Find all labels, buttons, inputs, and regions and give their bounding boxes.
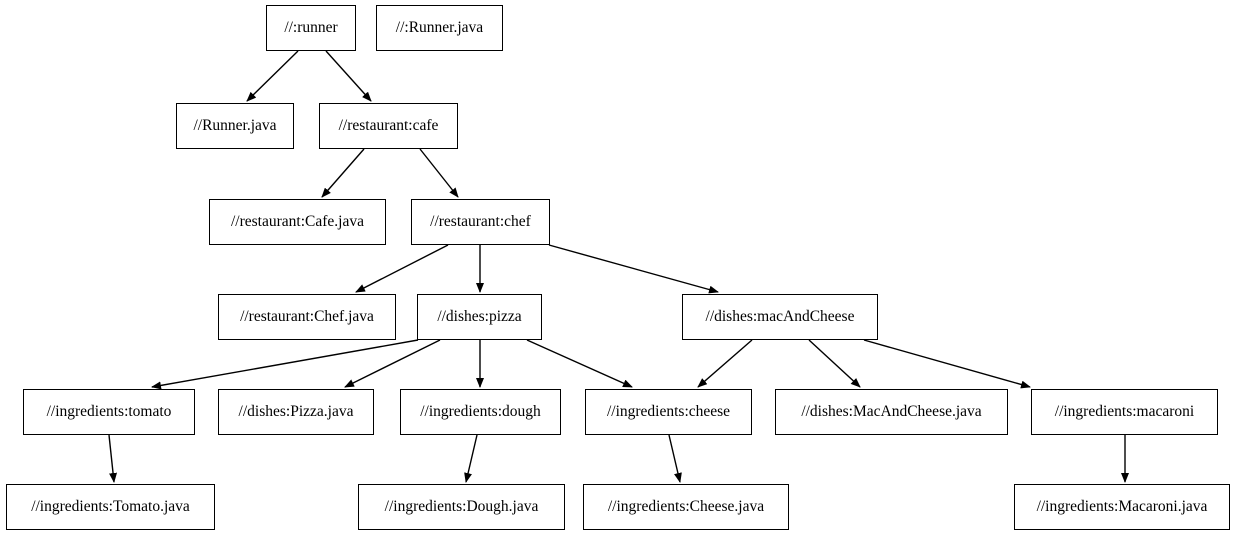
graph-edge-dishes_macandcheese-to-ingredients_macaroni [863,339,1031,389]
graph-node-label: //ingredients:Tomato.java [31,498,190,516]
graph-node-label: //restaurant:Chef.java [240,308,374,326]
graph-node-runner_java_root[interactable]: //:Runner.java [376,5,503,51]
graph-node-label: //restaurant:cafe [338,117,439,135]
graph-node-label: //:runner [284,19,338,37]
graph-node-dough_java[interactable]: //ingredients:Dough.java [358,484,565,530]
graph-node-label: //restaurant:chef [430,213,531,231]
graph-node-label: //dishes:macAndCheese [705,308,855,326]
graph-node-dishes_mac_java[interactable]: //dishes:MacAndCheese.java [775,389,1008,435]
graph-node-label: //ingredients:Dough.java [384,498,539,516]
graph-edge-dishes_pizza-to-ingredients_cheese [526,339,633,388]
graph-edge-ingredients_tomato-to-tomato_java [108,434,118,483]
graph-node-label: //dishes:Pizza.java [238,403,354,421]
graph-node-ingredients_macaroni[interactable]: //ingredients:macaroni [1031,389,1218,435]
graph-node-label: //restaurant:Cafe.java [231,213,364,231]
graph-node-ingredients_tomato[interactable]: //ingredients:tomato [23,389,195,435]
graph-node-tomato_java[interactable]: //ingredients:Tomato.java [6,484,215,530]
graph-node-dishes_pizza_java[interactable]: //dishes:Pizza.java [218,389,374,435]
graph-node-label: //ingredients:cheese [606,403,731,421]
graph-edge-restaurant_chef-to-restaurant_chef_java [355,244,449,293]
graph-edge-dishes_pizza-to-ingredients_tomato [151,339,419,390]
graph-node-ingredients_cheese[interactable]: //ingredients:cheese [585,389,752,435]
graph-node-restaurant_cafe[interactable]: //restaurant:cafe [319,103,458,149]
graph-node-label: //ingredients:Macaroni.java [1036,498,1208,516]
graph-node-dishes_pizza[interactable]: //dishes:pizza [417,294,542,340]
graph-node-runner_java[interactable]: //Runner.java [176,103,294,149]
graph-edge-ingredients_cheese-to-cheese_java [668,434,682,483]
graph-node-label: //:Runner.java [395,19,484,37]
graph-edge-dishes_macandcheese-to-dishes_mac_java [808,339,861,388]
graph-node-label: //ingredients:Cheese.java [607,498,765,516]
graph-node-restaurant_chef_java[interactable]: //restaurant:Chef.java [218,294,396,340]
graph-edge-restaurant_cafe-to-restaurant_cafe_java [321,148,365,198]
graph-node-restaurant_cafe_java[interactable]: //restaurant:Cafe.java [209,199,386,245]
graph-node-label: //dishes:MacAndCheese.java [801,403,982,421]
graph-edge-dishes_macandcheese-to-ingredients_cheese [697,339,753,388]
graph-edge-restaurant_chef-to-dishes_macandcheese [548,244,719,294]
graph-node-label: //ingredients:dough [420,403,541,421]
graph-node-label: //Runner.java [193,117,277,135]
graph-node-label: //dishes:pizza [437,308,522,326]
graph-edge-runner_target-to-restaurant_cafe [325,50,372,102]
graph-node-restaurant_chef[interactable]: //restaurant:chef [411,199,550,245]
graph-node-runner_target[interactable]: //:runner [266,5,356,51]
graph-edge-ingredients_dough-to-dough_java [464,434,478,483]
graph-node-cheese_java[interactable]: //ingredients:Cheese.java [583,484,789,530]
graph-edge-restaurant_cafe-to-restaurant_chef [419,148,459,198]
graph-edge-dishes_pizza-to-dishes_pizza_java [344,339,441,388]
graph-node-ingredients_dough[interactable]: //ingredients:dough [400,389,561,435]
graph-node-dishes_macandcheese[interactable]: //dishes:macAndCheese [682,294,878,340]
graph-node-label: //ingredients:macaroni [1054,403,1195,421]
graph-node-macaroni_java[interactable]: //ingredients:Macaroni.java [1014,484,1230,530]
graph-node-label: //ingredients:tomato [46,403,172,421]
graph-edge-runner_target-to-runner_java [246,50,299,102]
